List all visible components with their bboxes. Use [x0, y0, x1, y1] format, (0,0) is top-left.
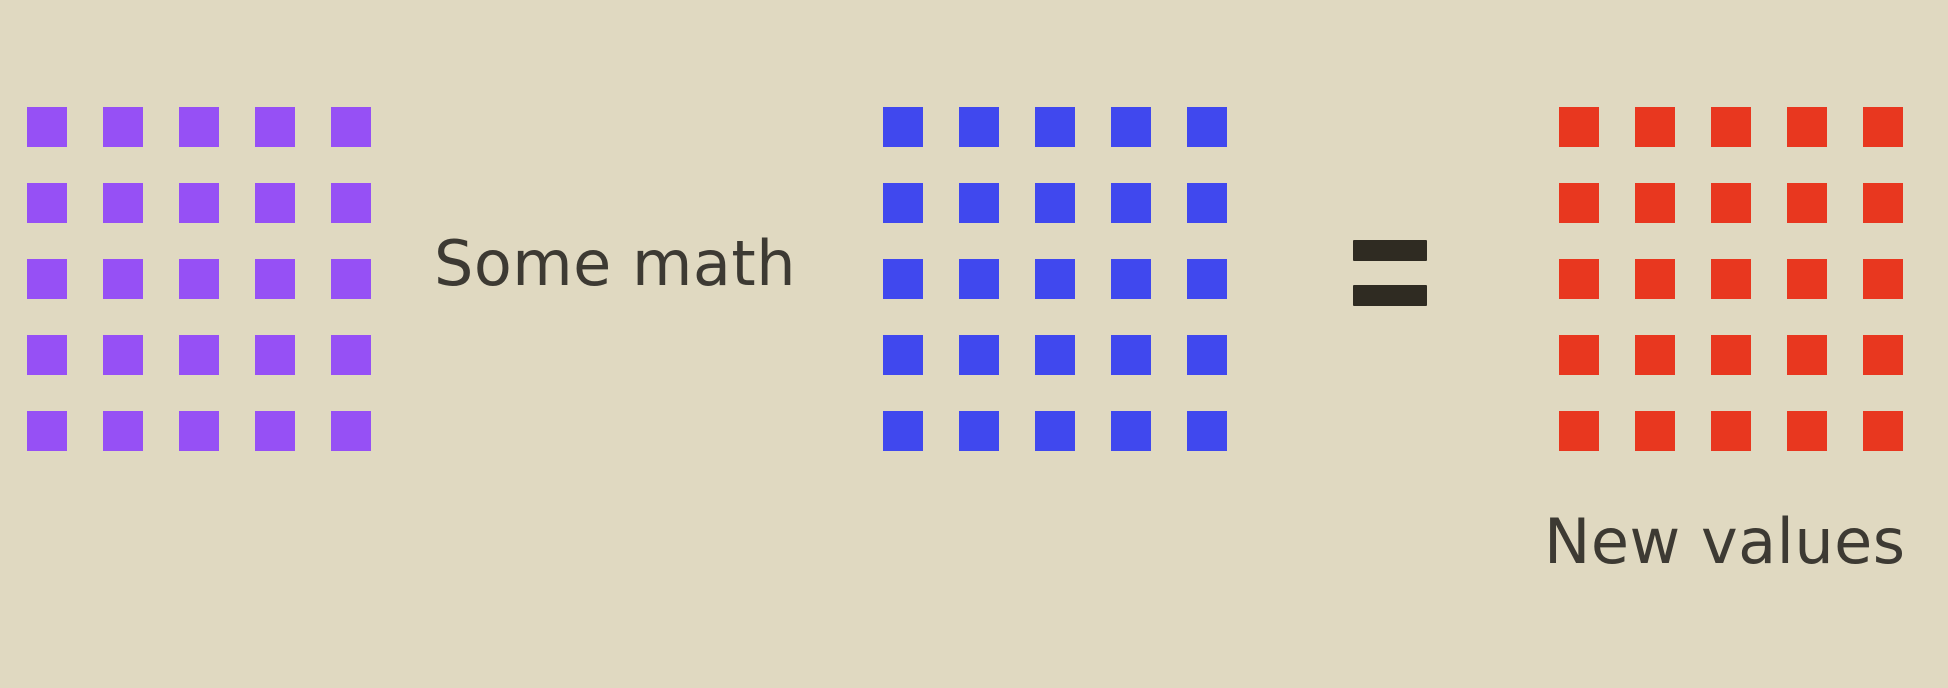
matrix-cell	[1635, 411, 1675, 451]
matrix-cell	[1111, 107, 1151, 147]
input-matrix-purple	[27, 107, 371, 451]
matrix-cell	[883, 259, 923, 299]
matrix-cell	[959, 183, 999, 223]
matrix-cell	[1559, 259, 1599, 299]
matrix-cell	[103, 335, 143, 375]
matrix-cell	[1711, 411, 1751, 451]
matrix-cell	[883, 107, 923, 147]
matrix-cell	[1787, 259, 1827, 299]
matrix-cell	[1635, 183, 1675, 223]
matrix-cell	[1035, 259, 1075, 299]
matrix-cell	[1111, 335, 1151, 375]
matrix-cell	[1035, 183, 1075, 223]
matrix-cell	[1863, 411, 1903, 451]
matrix-cell	[1635, 107, 1675, 147]
matrix-cell	[1559, 107, 1599, 147]
matrix-cell	[1187, 411, 1227, 451]
matrix-cell	[179, 107, 219, 147]
matrix-cell	[103, 183, 143, 223]
matrix-cell	[1711, 107, 1751, 147]
matrix-cell	[179, 411, 219, 451]
matrix-cell	[1787, 107, 1827, 147]
matrix-cell	[27, 411, 67, 451]
matrix-cell	[255, 107, 295, 147]
matrix-cell	[331, 411, 371, 451]
matrix-cell	[1035, 411, 1075, 451]
matrix-cell	[27, 335, 67, 375]
matrix-cell	[255, 335, 295, 375]
matrix-cell	[27, 259, 67, 299]
matrix-cell	[1635, 335, 1675, 375]
matrix-cell	[1187, 335, 1227, 375]
matrix-cell	[103, 259, 143, 299]
matrix-cell	[255, 259, 295, 299]
matrix-cell	[103, 411, 143, 451]
matrix-cell	[331, 335, 371, 375]
matrix-cell	[1035, 335, 1075, 375]
matrix-cell	[1863, 183, 1903, 223]
matrix-cell	[179, 259, 219, 299]
matrix-cell	[103, 107, 143, 147]
matrix-cell	[959, 107, 999, 147]
matrix-cell	[1559, 411, 1599, 451]
matrix-cell	[255, 183, 295, 223]
matrix-cell	[959, 335, 999, 375]
equals-icon	[1353, 240, 1427, 306]
matrix-cell	[1111, 183, 1151, 223]
matrix-cell	[959, 411, 999, 451]
matrix-cell	[883, 183, 923, 223]
equals-top-bar	[1353, 240, 1427, 261]
matrix-cell	[1111, 259, 1151, 299]
matrix-cell	[179, 335, 219, 375]
matrix-cell	[1635, 259, 1675, 299]
matrix-cell	[255, 411, 295, 451]
matrix-cell	[1711, 259, 1751, 299]
output-matrix-red	[1559, 107, 1903, 451]
matrix-cell	[331, 183, 371, 223]
matrix-cell	[1187, 183, 1227, 223]
result-label: New values	[1544, 505, 1906, 578]
matrix-cell	[1787, 183, 1827, 223]
matrix-cell	[1187, 107, 1227, 147]
matrix-cell	[1187, 259, 1227, 299]
matrix-cell	[1559, 335, 1599, 375]
matrix-cell	[1559, 183, 1599, 223]
matrix-cell	[1711, 335, 1751, 375]
matrix-cell	[1111, 411, 1151, 451]
matrix-cell	[179, 183, 219, 223]
matrix-cell	[1863, 259, 1903, 299]
matrix-cell	[1787, 411, 1827, 451]
matrix-cell	[1711, 183, 1751, 223]
equals-bottom-bar	[1353, 285, 1427, 306]
matrix-cell	[331, 259, 371, 299]
operation-label: Some math	[434, 227, 797, 300]
matrix-cell	[1787, 335, 1827, 375]
matrix-cell	[883, 411, 923, 451]
matrix-cell	[959, 259, 999, 299]
matrix-cell	[331, 107, 371, 147]
input-matrix-blue	[883, 107, 1227, 451]
matrix-cell	[1035, 107, 1075, 147]
matrix-cell	[27, 107, 67, 147]
matrix-cell	[1863, 335, 1903, 375]
matrix-cell	[27, 183, 67, 223]
matrix-cell	[1863, 107, 1903, 147]
matrix-cell	[883, 335, 923, 375]
